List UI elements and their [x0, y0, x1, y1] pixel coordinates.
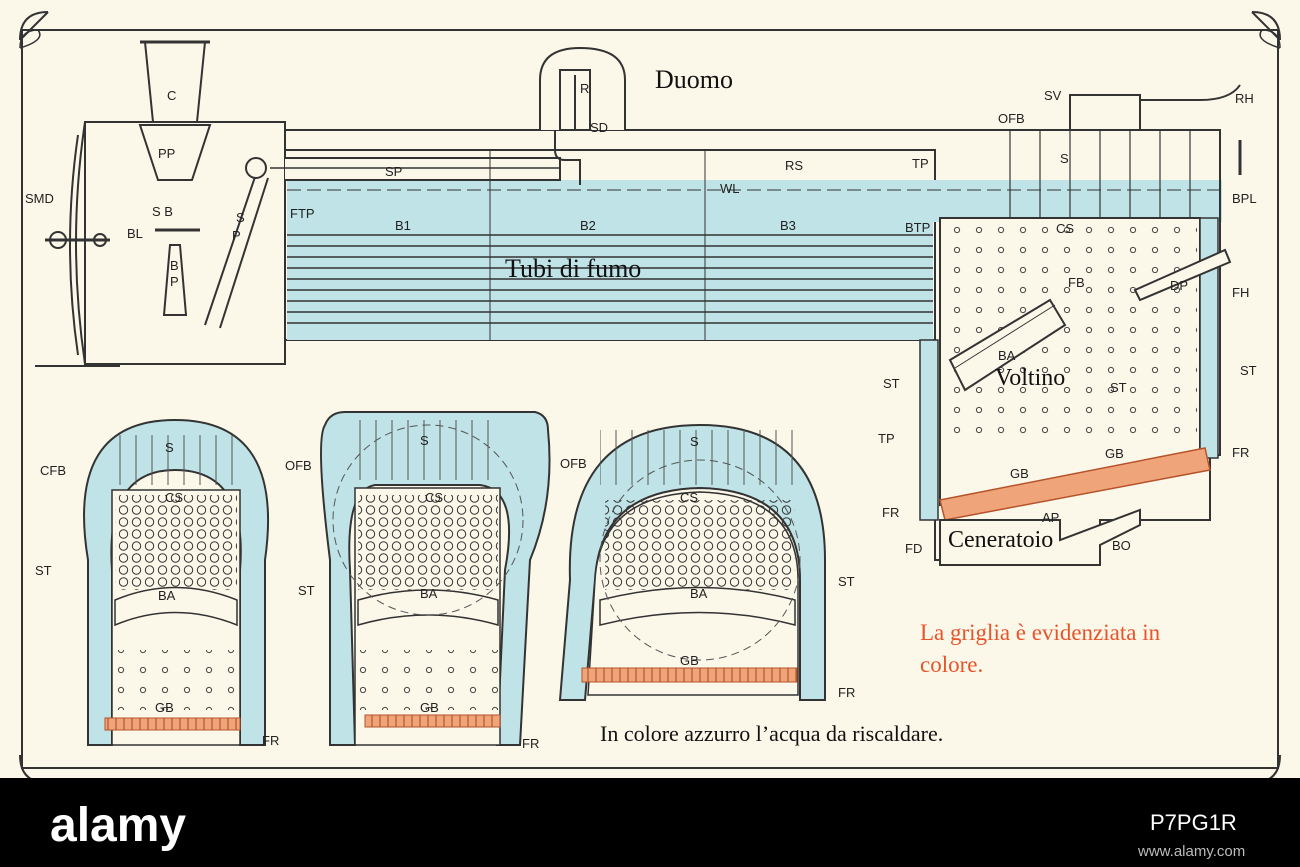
grate-section-1 [104, 717, 241, 731]
smoke-tubes [287, 234, 933, 324]
label-S-sec1: S [165, 440, 174, 455]
captions: Duomo Tubi di fumo Voltino Ceneratoio La… [505, 65, 1161, 746]
label-GB-long-left: GB [1010, 466, 1029, 481]
label-FR-sec2: FR [522, 736, 539, 751]
label-PP: PP [158, 146, 175, 161]
label-B2: B2 [580, 218, 596, 233]
chimney [143, 41, 207, 123]
cross-section-2 [320, 411, 551, 746]
label-BL: BL [127, 226, 143, 241]
label-ST-sec1: ST [35, 563, 52, 578]
label-BA-sec1: BA [158, 588, 176, 603]
grate-section-3 [581, 667, 798, 683]
part-labels: C PP SMD S B BL B P S P SP R SD RS TP SV… [25, 81, 1257, 751]
cross-section-3 [558, 423, 826, 701]
label-GB-sec2: GB [420, 700, 439, 715]
petticoat-pipe [138, 124, 212, 181]
label-BTP: BTP [905, 220, 930, 235]
deflector-plate [1133, 248, 1232, 302]
label-FR-sec3: FR [838, 685, 855, 700]
label-RS: RS [785, 158, 803, 173]
caption-water-note: In colore azzurro l’acqua da riscaldare. [600, 721, 943, 746]
label-FTP: FTP [290, 206, 315, 221]
caption-grate-note-line1: La griglia è evidenziata in [920, 620, 1161, 645]
label-SP-v1: S [236, 210, 245, 225]
watermark-brand: alamy [50, 799, 186, 852]
watermark-site: www.alamy.com [1137, 843, 1245, 860]
label-FR-long-right: FR [1232, 445, 1249, 460]
roof-stays [1009, 130, 1191, 218]
label-ST-long-mid: ST [1110, 380, 1127, 395]
label-ST-sec2: ST [298, 583, 315, 598]
label-CFB: CFB [40, 463, 66, 478]
label-B1: B1 [395, 218, 411, 233]
caption-smoke-tubes: Tubi di fumo [505, 254, 641, 283]
label-SD: SD [590, 120, 608, 135]
border-frame [19, 11, 1281, 784]
label-BA-sec3: BA [690, 586, 708, 601]
label-B3: B3 [780, 218, 796, 233]
ashpan [939, 508, 1141, 566]
label-BP2: P [170, 274, 179, 289]
label-S-top: S [1060, 151, 1069, 166]
label-GB-long-right: GB [1105, 446, 1124, 461]
label-FH: FH [1232, 285, 1249, 300]
label-CS-sec1: CS [165, 490, 183, 505]
label-WL: WL [720, 181, 740, 196]
grate-longitudinal [939, 447, 1211, 521]
label-BO: BO [1112, 538, 1131, 553]
label-S-sec2: S [420, 433, 429, 448]
label-GB-sec1: GB [155, 700, 174, 715]
label-OFB-sec3: OFB [560, 456, 587, 471]
label-SP-v2: P [232, 228, 241, 243]
label-SV: SV [1044, 88, 1062, 103]
label-AP: AP [1042, 510, 1059, 525]
label-ST-long-left: ST [883, 376, 900, 391]
label-R: R [580, 81, 589, 96]
label-ST-long-right: ST [1240, 363, 1257, 378]
watermark-bar: alamy P7PG1R www.alamy.com [0, 778, 1300, 867]
caption-ashpan: Ceneratoio [948, 527, 1053, 553]
label-CS-sec2: CS [425, 490, 443, 505]
label-OFB-top: OFB [998, 111, 1025, 126]
label-TP-long: TP [878, 431, 895, 446]
label-SP: SP [385, 164, 402, 179]
label-FB-long: FB [1068, 275, 1085, 290]
longitudinal-section [35, 40, 1242, 566]
smokebox-door [75, 121, 86, 365]
label-DP: DP [1170, 278, 1188, 293]
caption-grate-note-line2: colore. [920, 652, 983, 677]
label-FR-sec1: FR [262, 733, 279, 748]
label-FD: FD [905, 541, 922, 556]
label-C: C [167, 88, 176, 103]
caption-arch: Voltino [995, 365, 1065, 391]
label-OFB-sec2: OFB [285, 458, 312, 473]
safety-valve [1069, 94, 1141, 131]
caption-dome: Duomo [655, 65, 733, 94]
label-FR-long-left: FR [882, 505, 899, 520]
blast-pipe [162, 244, 188, 316]
label-CS-sec3: CS [680, 490, 698, 505]
label-BA-sec2: BA [420, 586, 438, 601]
label-SB: S B [152, 204, 173, 219]
label-CS-long: CS [1056, 221, 1074, 236]
label-BA-long: BA [998, 348, 1016, 363]
grate-section-2 [364, 714, 501, 728]
water-space-top [287, 180, 1222, 222]
label-BP1: B [170, 258, 179, 273]
brick-arch [948, 298, 1067, 392]
label-SMD: SMD [25, 191, 54, 206]
label-S-sec3: S [690, 434, 699, 449]
label-BPL: BPL [1232, 191, 1257, 206]
water-space-tubes [287, 222, 933, 340]
label-ST-sec3: ST [838, 574, 855, 589]
cross-section-1 [83, 418, 270, 746]
label-GB-sec3: GB [680, 653, 699, 668]
label-TP-top: TP [912, 156, 929, 171]
watermark-image-id: P7PG1R [1150, 810, 1237, 835]
label-RH: RH [1235, 91, 1254, 106]
